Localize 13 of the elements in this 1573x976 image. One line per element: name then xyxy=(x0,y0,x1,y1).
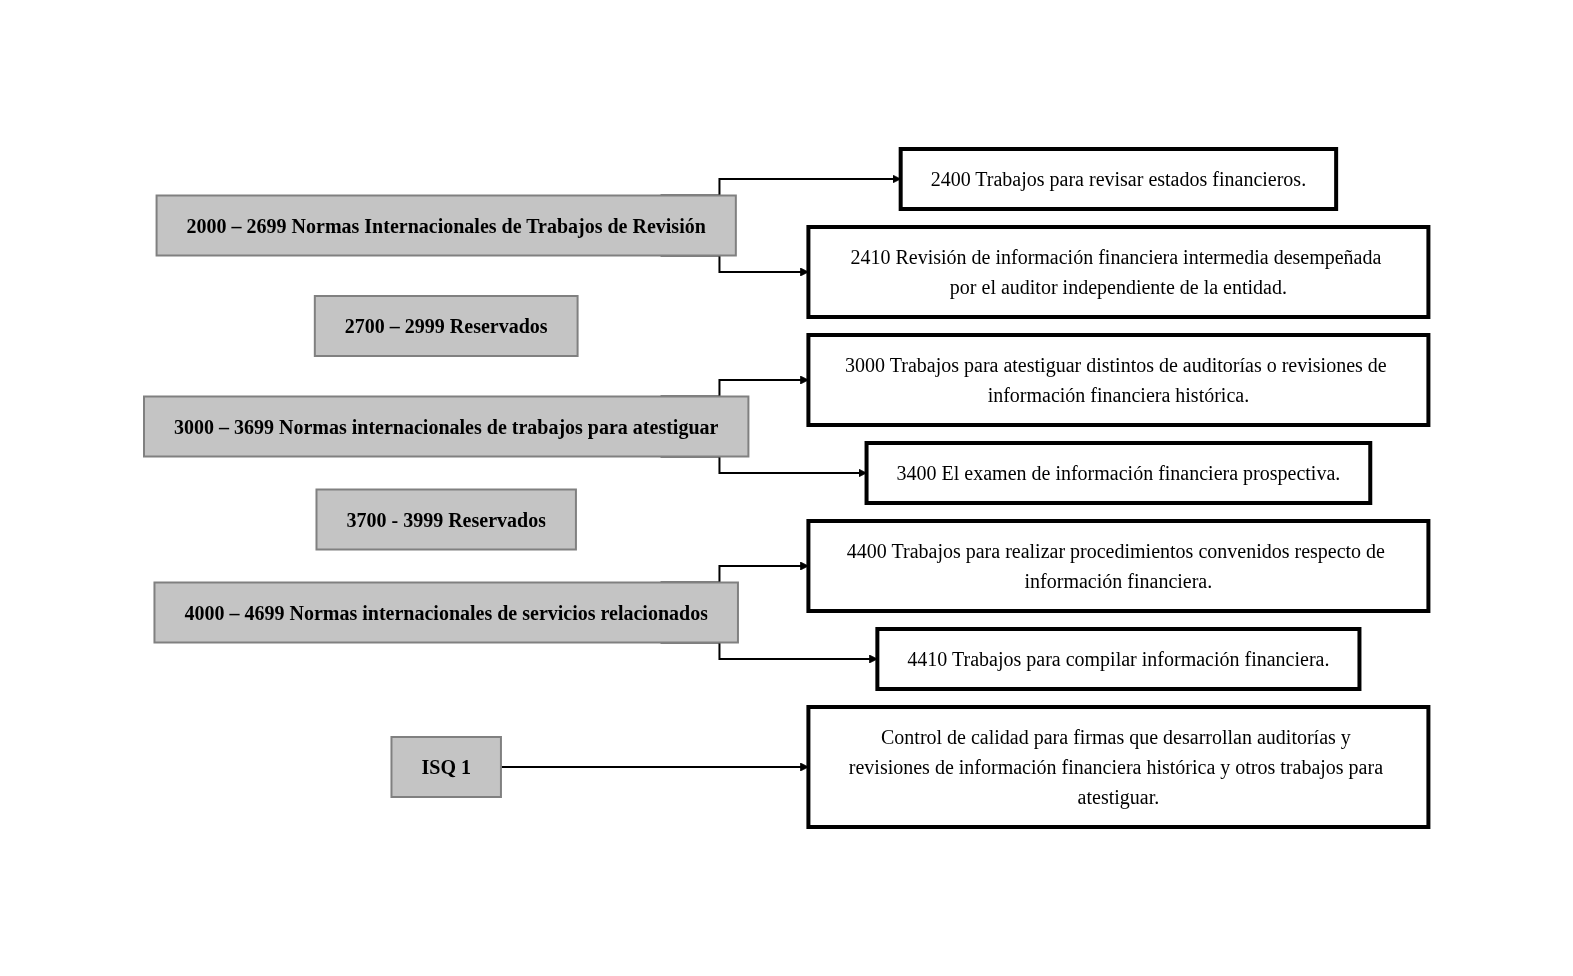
node-box: Control de calidad para firmas que desarrollan auditorías y revisiones de información financiera histórica y otros trabajos para atestiguar. xyxy=(806,705,1431,829)
node-box: 4400 Trabajos para realizar procedimientos convenidos respecto de información financiera. xyxy=(806,519,1431,613)
node-box: 3000 Trabajos para atestiguar distintos de auditorías o revisiones de información financiera histórica. xyxy=(806,333,1431,427)
node-box: 4410 Trabajos para compilar información financiera. xyxy=(875,627,1362,691)
node-box: 2000 – 2699 Normas Internacionales de Trabajos de Revisión xyxy=(155,194,738,257)
node-box: 3700 - 3999 Reservados xyxy=(315,488,578,551)
node-box: 3400 El examen de información financiera prospectiva. xyxy=(864,441,1373,505)
node-box: 2410 Revisión de información financiera intermedia desempeñada por el auditor independiente de la entidad. xyxy=(806,225,1431,319)
node-box: 2700 – 2999 Reservados xyxy=(314,295,579,357)
node-box: ISQ 1 xyxy=(390,736,503,798)
node-box: 3000 – 3699 Normas internacionales de trabajos para atestiguar xyxy=(143,395,750,458)
node-box: 4000 – 4699 Normas internacionales de servicios relacionados xyxy=(153,581,740,644)
node-box: 2400 Trabajos para revisar estados financieros. xyxy=(898,147,1339,211)
